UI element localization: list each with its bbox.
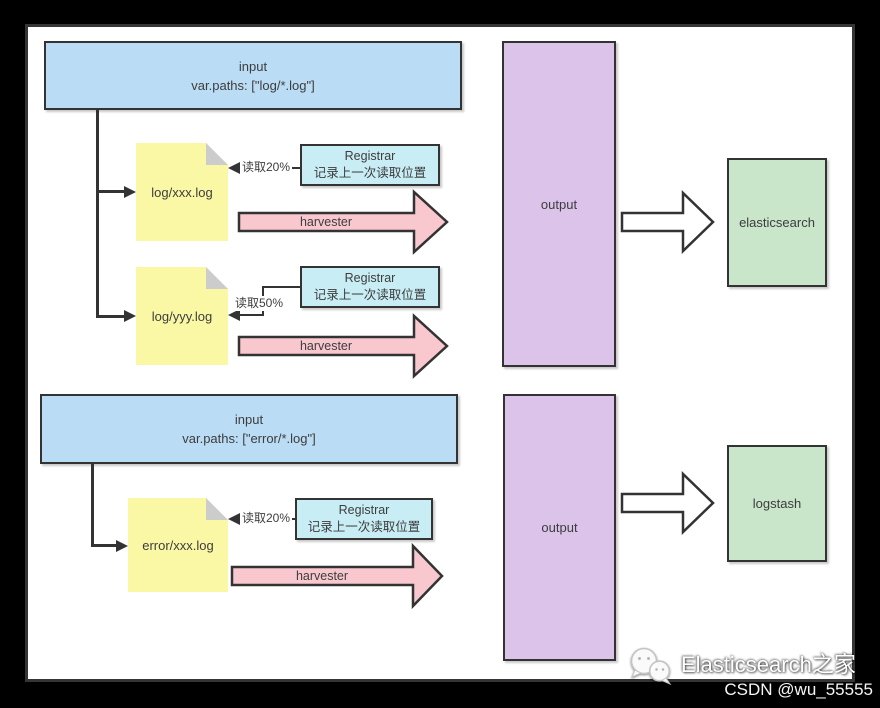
registrar-subtitle: 记录上一次读取位置 (307, 520, 421, 534)
registrar-subtitle: 记录上一次读取位置 (313, 288, 427, 302)
registrar-title: Registrar (344, 271, 396, 285)
sink-box-logstash: logstash (727, 445, 827, 562)
registrar-box: Registrar 记录上一次读取位置 (295, 498, 433, 540)
output-flow-arrow-shape (620, 471, 715, 535)
output-label: output (541, 520, 578, 535)
connector-branch-1a (96, 190, 124, 193)
arrowhead-icon (228, 162, 240, 174)
arrowhead-icon (228, 309, 240, 321)
harvester-arrow (230, 542, 444, 610)
harvester-label: harvester (299, 339, 353, 353)
arrowhead-icon (116, 540, 128, 552)
log-file-name: log/yyy.log (151, 308, 213, 324)
watermark-credit: CSDN @wu_55555 (724, 680, 873, 699)
harvester-label: harvester (299, 215, 353, 229)
sink-box-elasticsearch: elasticsearch (727, 158, 827, 287)
harvester-arrow-shape (237, 313, 449, 379)
input-title: input (238, 58, 268, 74)
input-title: input (234, 412, 264, 427)
output-box: output (503, 394, 616, 661)
harvester-label: harvester (295, 569, 349, 583)
read-percent-label: 读取20% (240, 160, 293, 175)
watermark-logo-icon (630, 647, 672, 686)
harvester-arrow-shape (230, 542, 444, 610)
arrowhead-icon (124, 186, 136, 198)
connector-trunk-1 (96, 110, 99, 318)
input-box-log: input var.paths: ["log/*.log"] (44, 41, 462, 110)
sink-label: logstash (752, 496, 802, 511)
read-edge-line (262, 286, 300, 288)
input-path: var.paths: ["log/*.log"] (191, 77, 315, 93)
sink-label: elasticsearch (739, 215, 815, 230)
connector-trunk-2 (91, 464, 94, 547)
arrowhead-icon (228, 513, 240, 525)
arrowhead-icon (124, 310, 136, 322)
log-file-name: log/xxx.log (151, 184, 213, 200)
output-box: output (502, 41, 616, 367)
registrar-box: Registrar 记录上一次读取位置 (300, 266, 440, 308)
input-box-error: input var.paths: ["error/*.log"] (40, 394, 458, 464)
registrar-title: Registrar (338, 503, 390, 517)
registrar-box: Registrar 记录上一次读取位置 (300, 144, 440, 186)
read-edge-line (240, 314, 264, 316)
output-flow-arrow-shape (620, 190, 715, 254)
registrar-subtitle: 记录上一次读取位置 (313, 166, 427, 180)
registrar-title: Registrar (344, 149, 396, 163)
output-flow-arrow (620, 471, 715, 535)
input-path: var.paths: ["error/*.log"] (182, 431, 316, 446)
read-percent-label: 读取50% (233, 296, 286, 311)
log-file-name: error/xxx.log (142, 537, 214, 553)
harvester-arrow (237, 313, 449, 379)
harvester-arrow-shape (237, 189, 449, 255)
connector-branch-1b (96, 315, 124, 318)
harvester-arrow (237, 189, 449, 255)
read-percent-label: 读取20% (240, 511, 293, 526)
watermark-brand: Elasticsearch之家 (681, 652, 856, 677)
output-label: output (540, 196, 578, 212)
connector-branch-2 (91, 544, 116, 547)
output-flow-arrow (620, 190, 715, 254)
